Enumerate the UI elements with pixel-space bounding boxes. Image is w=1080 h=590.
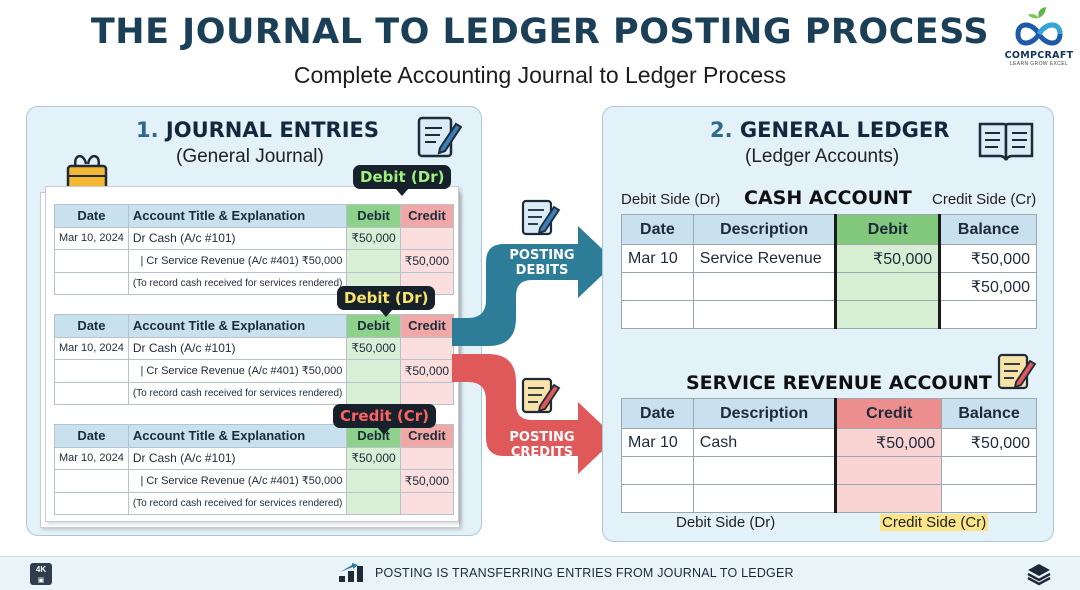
revenue-header-description: Description xyxy=(692,398,837,429)
revenue-row-description: Cash xyxy=(692,428,837,457)
entry-credit-amount: ₹50,000 xyxy=(399,469,455,493)
header-date: Date xyxy=(54,424,129,448)
cash-row-description: Service Revenue xyxy=(692,244,837,273)
infinity-leaf-icon xyxy=(1015,7,1063,46)
table-row: (To record cash received for services re… xyxy=(54,381,455,405)
ledger-title: 2. GENERAL LEDGER xyxy=(710,118,950,142)
table-row: Mar 10 Cash ₹50,000 ₹50,000 xyxy=(621,428,1037,457)
brand-logo: COMPCRAFT LEARN GROW EXCEL xyxy=(1000,6,1078,72)
header-credit: Credit xyxy=(399,204,455,228)
revenue-account-table: Date Description Credit Balance Mar 10 C… xyxy=(621,398,1037,513)
cash-account-table: Date Description Debit Balance Mar 10 Se… xyxy=(621,214,1037,329)
entry-debit-line: Dr Cash (A/c #101) xyxy=(127,446,348,470)
debit-callout-2: Debit (Dr) xyxy=(337,286,436,317)
journal-entry-table-1: Date Account Title & Explanation Debit C… xyxy=(54,204,455,295)
header-credit: Credit xyxy=(399,314,455,338)
debit-callout-1: Debit (Dr) xyxy=(353,165,452,196)
layers-icon xyxy=(1027,564,1051,586)
entry-debit-amount: ₹50,000 xyxy=(346,226,401,250)
document-pencil-icon xyxy=(521,377,561,414)
credit-callout: Credit (Cr) xyxy=(333,404,436,435)
table-row: Mar 10 Service Revenue ₹50,000 ₹50,000 xyxy=(621,244,1037,273)
journal-subtitle: (General Journal) xyxy=(176,146,324,167)
entry-date: Mar 10, 2024 xyxy=(54,226,129,250)
resolution-badge: 4K ▣ xyxy=(30,563,52,585)
entry-narration: (To record cash received for services re… xyxy=(127,491,348,515)
table-row: (To record cash received for services re… xyxy=(54,491,455,515)
cash-row-date: Mar 10 xyxy=(621,244,694,273)
header-account: Account Title & Explanation xyxy=(127,314,348,338)
table-row xyxy=(621,456,1037,485)
journal-title: 1. JOURNAL ENTRIES xyxy=(136,118,380,142)
revenue-row-date: Mar 10 xyxy=(621,428,694,457)
table-row: (To record cash received for services re… xyxy=(54,271,455,295)
entry-credit-line: | Cr Service Revenue (A/c #401) ₹50,000 xyxy=(127,249,348,273)
cash-header-date: Date xyxy=(621,214,694,245)
header-account: Account Title & Explanation xyxy=(127,424,348,448)
journal-entry-table-2: Date Account Title & Explanation Debit C… xyxy=(54,314,455,405)
entry-debit-line: Dr Cash (A/c #101) xyxy=(127,226,348,250)
table-row: ₹50,000 xyxy=(621,272,1037,301)
table-row xyxy=(621,484,1037,513)
entry-debit-amount: ₹50,000 xyxy=(346,446,401,470)
cash-credit-side-label: Credit Side (Cr) xyxy=(932,191,1037,208)
revenue-header-date: Date xyxy=(621,398,694,429)
entry-narration: (To record cash received for services re… xyxy=(127,271,348,295)
revenue-row-credit: ₹50,000 xyxy=(834,428,943,457)
table-row: | Cr Service Revenue (A/c #401) ₹50,000 … xyxy=(54,359,455,383)
page-subtitle: Complete Accounting Journal to Ledger Pr… xyxy=(293,62,787,88)
cash-row-balance: ₹50,000 xyxy=(938,272,1037,301)
table-row xyxy=(621,300,1037,329)
revenue-row-balance: ₹50,000 xyxy=(941,428,1037,457)
header-debit: Debit xyxy=(346,314,401,338)
revenue-account-title: SERVICE REVENUE ACCOUNT xyxy=(686,372,992,394)
cash-account-title: CASH ACCOUNT xyxy=(744,187,912,209)
cash-debit-side-label: Debit Side (Dr) xyxy=(621,191,721,208)
cash-row-balance: ₹50,000 xyxy=(938,244,1037,273)
header-debit: Debit xyxy=(346,204,401,228)
logo-name: COMPCRAFT xyxy=(1004,50,1074,61)
footer-caption: POSTING IS TRANSFERRING ENTRIES FROM JOU… xyxy=(375,566,794,580)
table-row: | Cr Service Revenue (A/c #401) ₹50,000 … xyxy=(54,249,455,273)
header-date: Date xyxy=(54,204,129,228)
ledger-subtitle: (Ledger Accounts) xyxy=(745,146,900,167)
binder-clip-icon xyxy=(66,155,108,192)
table-row: Mar 10, 2024 Dr Cash (A/c #101) ₹50,000 xyxy=(54,446,455,470)
table-row: Mar 10, 2024 Dr Cash (A/c #101) ₹50,000 xyxy=(54,226,455,250)
cash-header-debit: Debit xyxy=(834,214,941,245)
table-row: | Cr Service Revenue (A/c #401) ₹50,000 … xyxy=(54,469,455,493)
document-pencil-icon xyxy=(521,199,561,236)
entry-debit-line: Dr Cash (A/c #101) xyxy=(127,336,348,360)
entry-credit-amount: ₹50,000 xyxy=(399,249,455,273)
revenue-header-credit: Credit xyxy=(834,398,943,429)
entry-credit-line: | Cr Service Revenue (A/c #401) ₹50,000 xyxy=(127,359,348,383)
posting-credits-label: POSTING CREDITS xyxy=(509,430,575,460)
posting-steps-icon xyxy=(339,563,363,582)
header-date: Date xyxy=(54,314,129,338)
posting-debits-label: POSTING DEBITS xyxy=(509,248,575,278)
cash-header-description: Description xyxy=(692,214,837,245)
cash-row-debit: ₹50,000 xyxy=(834,244,941,273)
cash-header-balance: Balance xyxy=(938,214,1037,245)
open-book-icon xyxy=(978,122,1034,161)
entry-date: Mar 10, 2024 xyxy=(54,446,129,470)
entry-date: Mar 10, 2024 xyxy=(54,336,129,360)
table-row: Mar 10, 2024 Dr Cash (A/c #101) ₹50,000 xyxy=(54,336,455,360)
revenue-header-balance: Balance xyxy=(941,398,1037,429)
document-pencil-icon xyxy=(997,353,1037,390)
revenue-credit-side-label: Credit Side (Cr) xyxy=(880,514,989,531)
journal-entry-table-3: Date Account Title & Explanation Debit C… xyxy=(54,424,455,515)
entry-debit-amount: ₹50,000 xyxy=(346,336,401,360)
notepad-pencil-icon xyxy=(417,116,462,158)
entry-narration: (To record cash received for services re… xyxy=(127,381,348,405)
page-title: THE JOURNAL TO LEDGER POSTING PROCESS xyxy=(90,12,990,52)
entry-credit-line: | Cr Service Revenue (A/c #401) ₹50,000 xyxy=(127,469,348,493)
header-account: Account Title & Explanation xyxy=(127,204,348,228)
entry-credit-amount: ₹50,000 xyxy=(399,359,455,383)
revenue-debit-side-label: Debit Side (Dr) xyxy=(676,514,776,531)
logo-tagline: LEARN GROW EXCEL xyxy=(1009,61,1069,67)
footer-bar xyxy=(0,556,1080,590)
